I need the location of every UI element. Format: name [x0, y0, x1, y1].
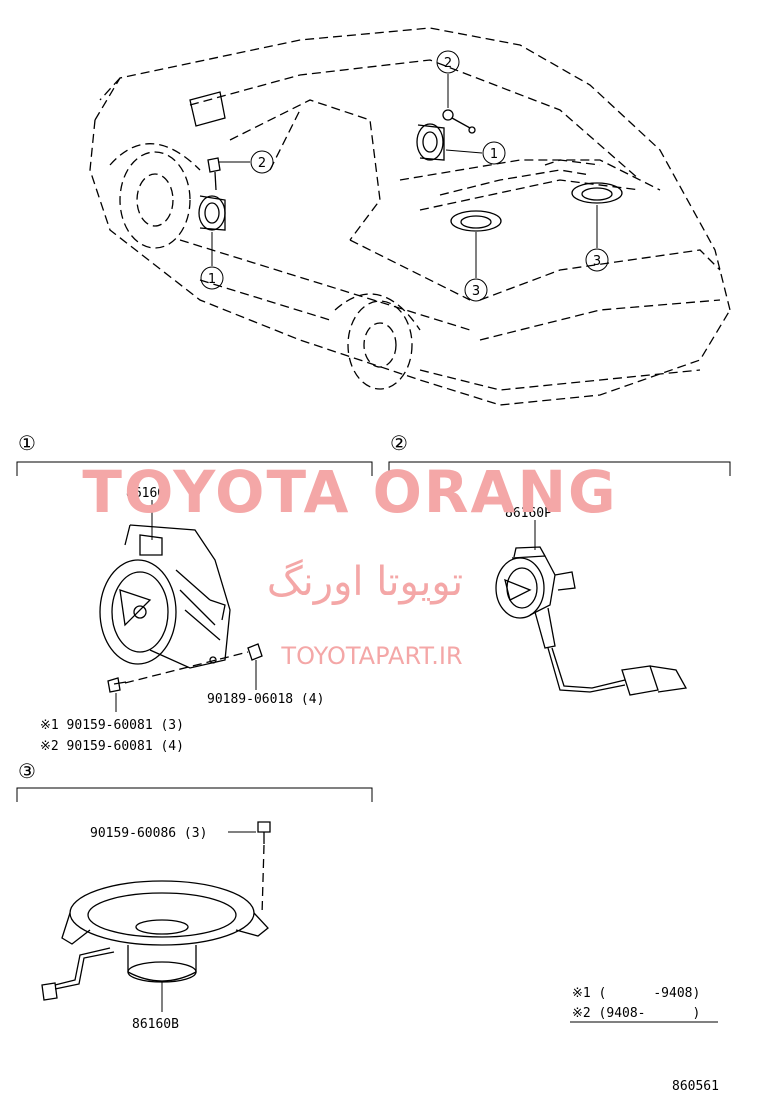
part-number-86160: 86160 [126, 486, 165, 501]
tweeter-86160p-drawing [495, 546, 688, 696]
section-2-bracket [388, 461, 731, 476]
shelf-speaker-right [571, 182, 623, 204]
screw-icon-3 [257, 821, 271, 844]
svg-text:1: 1 [208, 272, 216, 287]
car-outline [89, 27, 731, 406]
part-number-86160b: 86160B [132, 1017, 179, 1032]
legend-row-1: ※1 ( -9408) [572, 986, 700, 1001]
section-1-mark: ① [18, 431, 36, 455]
speaker-86160b-drawing [41, 880, 269, 1001]
legend-row-2: ※2 (9408- ) [572, 1006, 700, 1021]
section-3-bracket [16, 787, 373, 802]
svg-text:2: 2 [444, 56, 452, 71]
svg-text:2: 2 [258, 156, 266, 171]
callout-2-front: 2 [250, 150, 274, 174]
watermark-persian: تویوتا اورنگ [267, 559, 463, 605]
callout-1-front: 1 [200, 266, 224, 290]
watermark-site: TOYOTAPART.IR [280, 642, 462, 670]
watermark-latin: TOYOTA ORANG [82, 458, 617, 526]
tweeter-front [207, 157, 221, 191]
door-speaker-front [198, 195, 226, 231]
section-2-mark: ② [390, 431, 408, 455]
callout-3-right: 3 [585, 248, 609, 272]
svg-text:3: 3 [593, 254, 601, 269]
part-number-screw-2: ※2 90159-60081 (4) [40, 739, 184, 754]
section-1-bracket [16, 461, 373, 476]
part-number-clip: 90189-06018 (4) [207, 692, 324, 707]
svg-text:3: 3 [472, 284, 480, 299]
clip-icon [247, 643, 263, 661]
speaker-86160-drawing [99, 524, 231, 669]
shelf-speaker-left [450, 210, 502, 232]
part-number-screw-1: ※1 90159-60081 (3) [40, 718, 184, 733]
figure-id: 860561 [672, 1079, 719, 1094]
svg-text:1: 1 [490, 147, 498, 162]
door-speaker-rear [416, 123, 445, 161]
tweeter-rear [442, 109, 476, 134]
screw-icon [107, 677, 127, 693]
callout-2-rear: 2 [436, 50, 460, 74]
section-3-mark: ③ [18, 759, 36, 783]
part-number-86160p: 86160P [505, 506, 552, 521]
part-number-screw-3: 90159-60086 (3) [90, 826, 207, 841]
callout-1-rear: 1 [482, 141, 506, 165]
callout-3-left: 3 [464, 278, 488, 302]
